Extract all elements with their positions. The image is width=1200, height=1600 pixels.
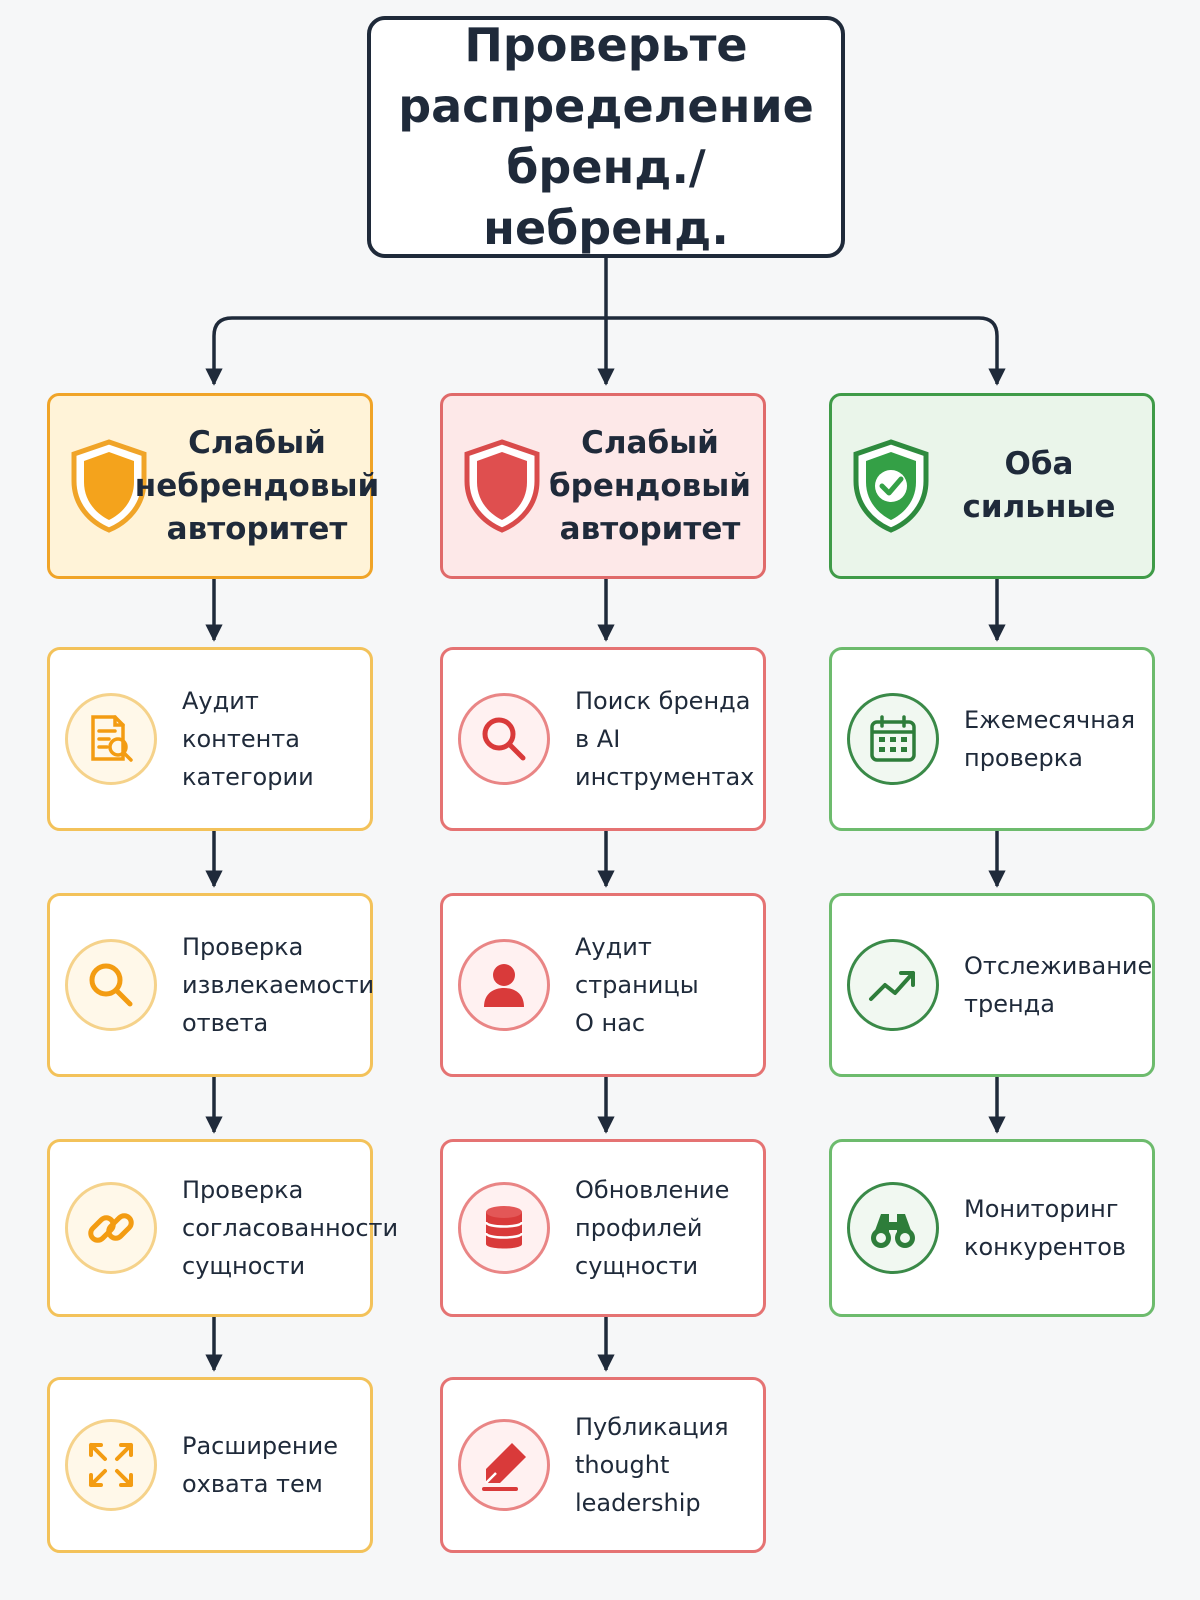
binoculars-icon [871, 1214, 915, 1248]
header-weak-nonbrand: Слабый небрендовый авторитет [47, 393, 380, 579]
step-label: Поиск бренда в AI инструментах [575, 687, 755, 791]
shield-icon [71, 439, 147, 533]
magnifier-icon [482, 717, 526, 761]
step-label: Мониторинг конкурентов [964, 1195, 1127, 1261]
user-icon [484, 964, 524, 1007]
header-both-strong: Оба сильные [829, 393, 1155, 579]
calendar-icon [870, 715, 916, 762]
badge [458, 939, 550, 1031]
arrow-to-orange [212, 316, 233, 337]
step-label: Проверка согласованности сущности [182, 1176, 399, 1280]
expand-arrows-icon [89, 1443, 133, 1487]
root-question-box: Проверьте распределение бренд./небренд. [367, 16, 845, 258]
step-label: Аудит страницы О нас [575, 933, 699, 1037]
step-label: Публикация thought leadership [575, 1413, 729, 1517]
pen-icon [482, 1443, 526, 1491]
badge [458, 1182, 550, 1274]
link-icon [88, 1213, 134, 1243]
step-card: Расширение охвата тем [47, 1377, 373, 1553]
badge [65, 1182, 157, 1274]
step-label: Отслеживание тренда [964, 952, 1153, 1018]
step-card: Обновление профилей сущности [440, 1139, 766, 1317]
step-card: Проверка согласованности сущности [47, 1139, 399, 1317]
step-card: Ежемесячная проверка [829, 647, 1155, 831]
badge [65, 693, 157, 785]
header-label: Слабый брендовый авторитет [549, 424, 751, 547]
step-card: Поиск бренда в AI инструментах [440, 647, 766, 831]
database-icon [484, 1206, 524, 1249]
shield-check-icon [853, 439, 929, 533]
step-label: Ежемесячная проверка [964, 706, 1136, 772]
step-label: Проверка извлекаемости ответа [182, 933, 375, 1037]
badge [847, 939, 939, 1031]
step-card: Публикация thought leadership [440, 1377, 766, 1553]
badge [847, 693, 939, 785]
magnifier-icon [89, 963, 133, 1007]
step-card: Отслеживание тренда [829, 893, 1155, 1077]
arrow-to-green [978, 316, 999, 337]
step-card: Проверка извлекаемости ответа [47, 893, 375, 1077]
header-weak-brand: Слабый брендовый авторитет [440, 393, 766, 579]
badge [458, 693, 550, 785]
header-label: Слабый небрендовый авторитет [134, 424, 380, 547]
root-title: Проверьте распределение бренд./небренд. [398, 18, 814, 255]
step-label: Расширение охвата тем [182, 1432, 338, 1498]
step-card: Аудит страницы О нас [440, 893, 766, 1077]
step-label: Аудит контента категории [182, 687, 314, 791]
step-card: Аудит контента категории [47, 647, 373, 831]
badge [847, 1182, 939, 1274]
header-label: Оба сильные [962, 446, 1116, 525]
document-search-icon [91, 715, 133, 762]
step-label: Обновление профилей сущности [575, 1176, 730, 1280]
badge [65, 1419, 157, 1511]
trend-up-icon [869, 971, 915, 1001]
shield-icon [464, 439, 540, 533]
badge [458, 1419, 550, 1511]
badge [65, 939, 157, 1031]
step-card: Мониторинг конкурентов [829, 1139, 1155, 1317]
